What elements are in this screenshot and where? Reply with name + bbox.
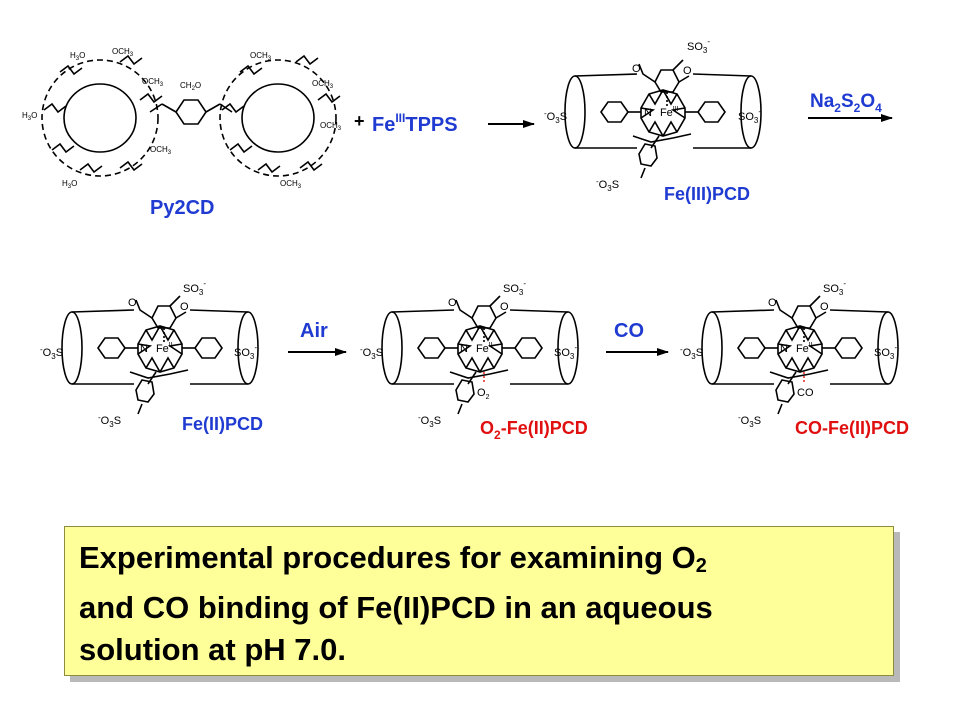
co-fe2pcd-label: CO-Fe(II)PCD: [795, 418, 909, 438]
svg-text:SO3-: SO3-: [874, 343, 897, 361]
svg-text:-O3S: -O3S: [360, 345, 383, 361]
svg-text:O2: O2: [477, 387, 490, 401]
o2-fe2pcd-label: O2-Fe(II)PCD: [480, 418, 588, 442]
py2cd-substituent-labels: H3O OCH3 H3O OCH3 OCH3 CH2O OCH3 OCH3 OC…: [22, 47, 342, 190]
caption-box: Experimental procedures for examining O2…: [64, 526, 894, 676]
svg-text:OCH3: OCH3: [312, 79, 334, 90]
svg-text:H3O: H3O: [22, 111, 37, 122]
svg-text:SO3-: SO3-: [554, 343, 577, 361]
svg-text:-O3S: -O3S: [40, 345, 63, 361]
plus-sign: +: [354, 111, 365, 131]
fe2pcd-label: Fe(II)PCD: [182, 414, 263, 434]
svg-text:-O3S: -O3S: [680, 345, 703, 361]
svg-text:-O3S: -O3S: [418, 413, 441, 429]
svg-text:OCH3: OCH3: [112, 47, 134, 58]
svg-text:O: O: [820, 301, 829, 313]
svg-text:-O3S: -O3S: [596, 177, 619, 193]
svg-text:SO3-: SO3-: [503, 279, 526, 297]
reductant-label: Na2S2O4: [810, 91, 882, 115]
py2cd-structure: [41, 54, 341, 177]
fe-tpps-label: FeIIITPPS: [372, 111, 458, 136]
svg-text:SO3-: SO3-: [738, 107, 761, 125]
svg-text:H3O: H3O: [62, 179, 77, 190]
svg-text:O: O: [768, 297, 777, 309]
svg-text:SO3-: SO3-: [687, 37, 710, 55]
svg-text:OCH3: OCH3: [150, 145, 172, 156]
svg-text:SO3-: SO3-: [823, 279, 846, 297]
svg-text:SO3-: SO3-: [183, 279, 206, 297]
svg-text:O: O: [448, 297, 457, 309]
svg-text:H3O: H3O: [70, 51, 85, 62]
svg-text:-O3S: -O3S: [738, 413, 761, 429]
svg-text:O: O: [128, 297, 137, 309]
svg-text:O: O: [632, 63, 641, 75]
svg-text:-O3S: -O3S: [544, 109, 567, 125]
svg-text:OCH3: OCH3: [250, 51, 272, 62]
svg-text:-O3S: -O3S: [98, 413, 121, 429]
svg-text:CO: CO: [797, 387, 814, 399]
svg-text:OCH3: OCH3: [280, 179, 302, 190]
air-label: Air: [300, 320, 328, 342]
co-label: CO: [614, 320, 644, 342]
fe3pcd-label: Fe(III)PCD: [664, 184, 750, 204]
svg-text:OCH3: OCH3: [142, 77, 164, 88]
svg-text:CH2O: CH2O: [180, 81, 201, 92]
py2cd-label: Py2CD: [150, 197, 214, 219]
svg-text:O: O: [180, 301, 189, 313]
svg-text:O: O: [683, 65, 692, 77]
caption-text: Experimental procedures for examining O2…: [79, 540, 713, 667]
svg-text:O: O: [500, 301, 509, 313]
svg-text:SO3-: SO3-: [234, 343, 257, 361]
svg-text:OCH3: OCH3: [320, 121, 342, 132]
